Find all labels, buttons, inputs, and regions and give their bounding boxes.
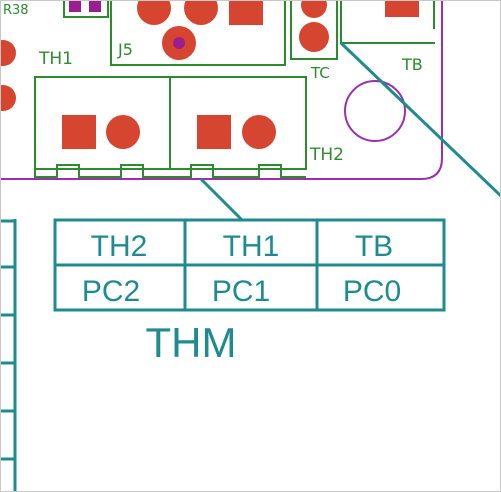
pad-square (229, 1, 263, 25)
leader-line-thm (199, 177, 244, 222)
table-cell: TB (355, 230, 393, 263)
via (69, 1, 81, 12)
pad (242, 115, 276, 149)
pad (301, 1, 327, 18)
label-tb: TB (401, 55, 423, 74)
label-r38: R38 (3, 3, 29, 18)
pad (1, 40, 16, 66)
via (173, 37, 185, 49)
mounting-hole (344, 80, 406, 142)
r38-body (63, 1, 109, 18)
th1-footprint (34, 76, 171, 178)
via (89, 1, 101, 12)
th2-footprint (169, 76, 307, 178)
pad (1, 85, 16, 111)
pad-square (197, 115, 231, 149)
j5-outline (110, 1, 286, 66)
table-cell: TH1 (223, 230, 280, 263)
leader-line-tb (339, 41, 500, 198)
table-cell: PC1 (212, 275, 270, 308)
pad-square (62, 115, 96, 149)
pad (106, 115, 140, 149)
table-cell: PC0 (343, 275, 401, 308)
label-th1: TH1 (38, 49, 73, 69)
pad (184, 1, 218, 25)
thm-table: TH2 TH1 TB PC2 PC1 PC0 (53, 218, 446, 312)
table-cell: TH2 (91, 230, 148, 263)
table-cell: PC2 (82, 275, 140, 308)
left-bracket (1, 219, 17, 491)
pad (137, 1, 171, 25)
table-caption: THM (146, 319, 237, 366)
label-tc: TC (310, 64, 330, 82)
label-th2: TH2 (309, 145, 344, 165)
pad (299, 22, 329, 52)
pad-square (385, 1, 419, 17)
board-outline (1, 1, 443, 180)
tc-outline (290, 1, 338, 60)
label-j5: J5 (117, 40, 133, 59)
